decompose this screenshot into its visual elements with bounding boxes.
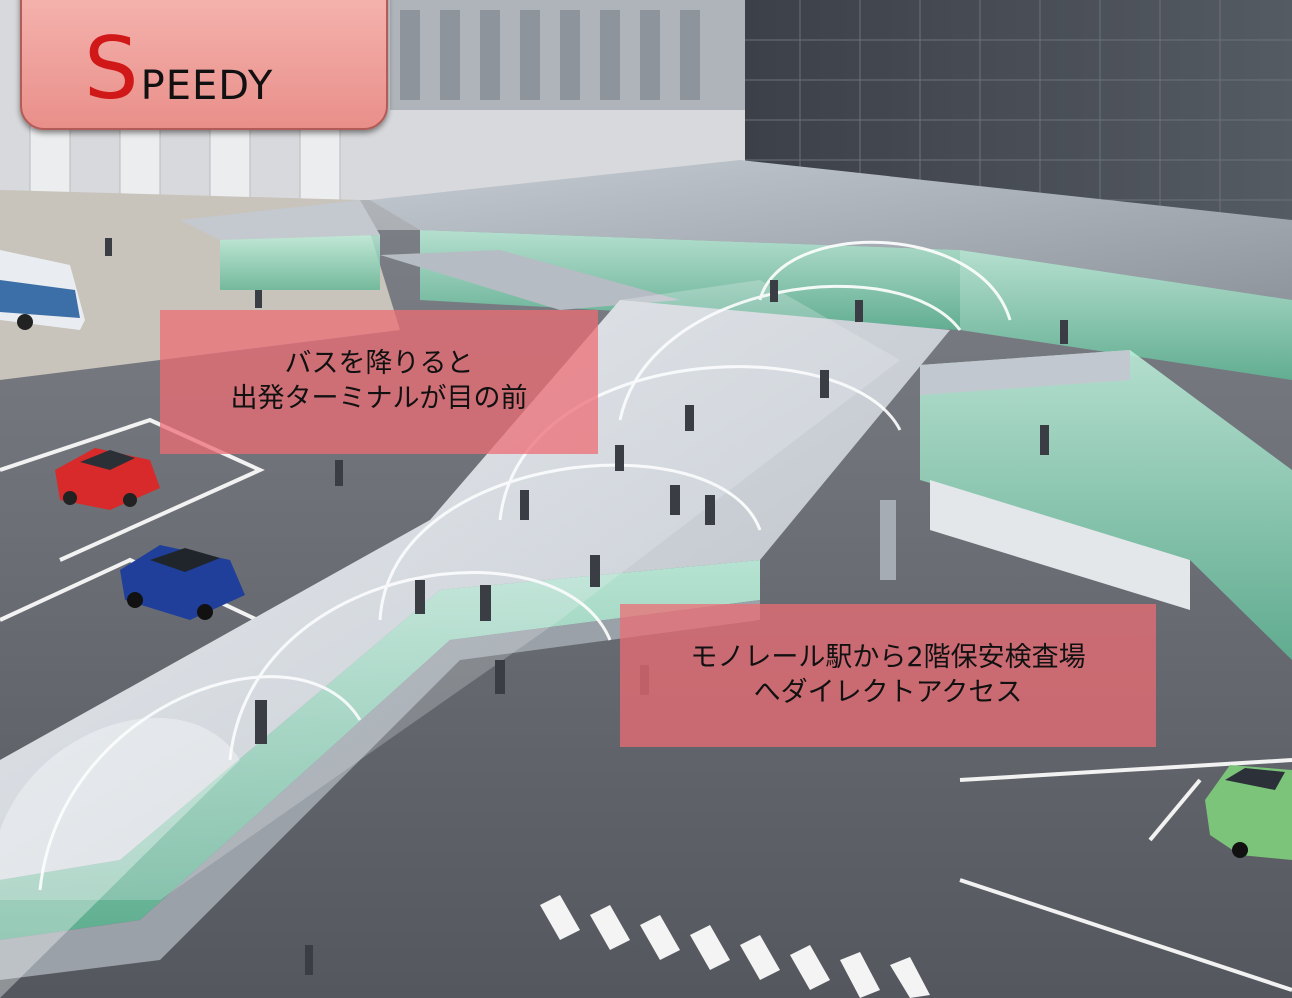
red-car <box>55 448 160 510</box>
escalator-block <box>920 350 1292 660</box>
green-taxi <box>1205 765 1292 860</box>
bus-callout: バスを降りると 出発ターミナルが目の前 <box>160 310 598 454</box>
speedy-badge: S PEEDY <box>20 0 388 130</box>
speedy-initial-letter: S <box>84 19 139 119</box>
speedy-remaining-letters: PEEDY <box>140 63 274 109</box>
crosswalk <box>540 895 930 998</box>
bus-callout-line-1: バスを降りると <box>284 348 474 380</box>
blue-car <box>120 545 245 620</box>
bus <box>0 250 85 330</box>
monorail-callout-line-1: モノレール駅から2階保安検査場 <box>690 641 1086 673</box>
bus-callout-line-2: 出発ターミナルが目の前 <box>230 383 528 414</box>
monorail-callout-line-2: へダイレクトアクセス <box>753 676 1023 708</box>
station-structure <box>180 160 1292 380</box>
monorail-callout: モノレール駅から2階保安検査場 へダイレクトアクセス <box>620 604 1156 747</box>
speedy-title: S PEEDY <box>84 12 273 112</box>
